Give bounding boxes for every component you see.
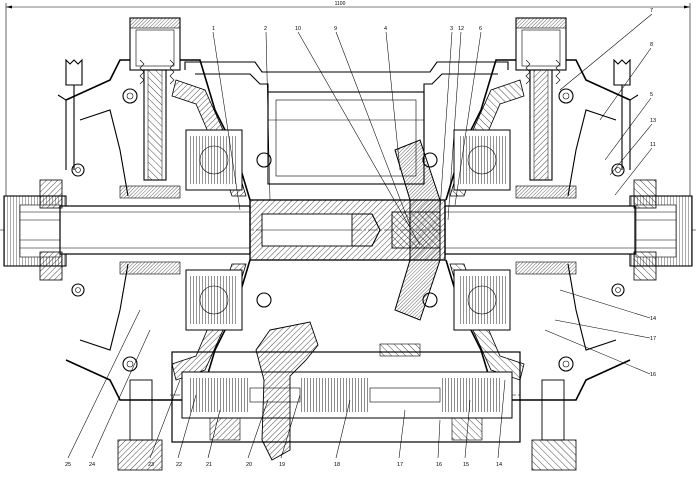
- overall-dimension: 1100: [5, 1, 691, 200]
- callout-9: 9: [334, 26, 337, 32]
- right-clutch-pack: [453, 129, 577, 331]
- callout-21: 21: [206, 462, 212, 468]
- callout-15: 15: [463, 462, 469, 468]
- callouts-top: 1 2 10 9 4 3 12 6 7 8 5 13 11: [212, 8, 656, 246]
- callout-22: 22: [176, 462, 182, 468]
- callout-8: 8: [650, 42, 653, 48]
- callout-3: 3: [450, 26, 453, 32]
- overall-dimension-value: 1100: [335, 1, 346, 7]
- callout-12: 12: [458, 26, 464, 32]
- callout-16: 16: [436, 462, 442, 468]
- callouts-right: 14 17 16: [544, 289, 656, 378]
- callout-19: 19: [279, 462, 285, 468]
- callouts-bottom: 25 24 23 22 21 20 19 18 17 16 15 14: [65, 309, 506, 468]
- callout-18: 18: [334, 462, 340, 468]
- callout-13: 13: [650, 118, 656, 124]
- callout-11: 11: [650, 142, 656, 148]
- callout-23: 23: [148, 462, 154, 468]
- callout-25: 25: [65, 462, 71, 468]
- left-output-shaft: [3, 195, 251, 267]
- callout-4: 4: [384, 26, 387, 32]
- callout-6: 6: [479, 26, 482, 32]
- callout-right-16: 16: [650, 372, 656, 378]
- callout-1: 1: [212, 26, 215, 32]
- callout-7: 7: [650, 8, 653, 14]
- callout-right-17: 17: [650, 336, 656, 342]
- callout-14: 14: [496, 462, 502, 468]
- left-clutch-pack: [119, 129, 243, 331]
- callout-right-14: 14: [650, 316, 656, 322]
- callout-20: 20: [246, 462, 252, 468]
- callout-2: 2: [264, 26, 267, 32]
- callout-5: 5: [650, 92, 653, 98]
- lower-countershaft: [117, 321, 577, 471]
- central-bevel-gear: [256, 139, 441, 321]
- callout-17: 17: [397, 462, 403, 468]
- callout-10: 10: [295, 26, 301, 32]
- callout-24: 24: [89, 462, 95, 468]
